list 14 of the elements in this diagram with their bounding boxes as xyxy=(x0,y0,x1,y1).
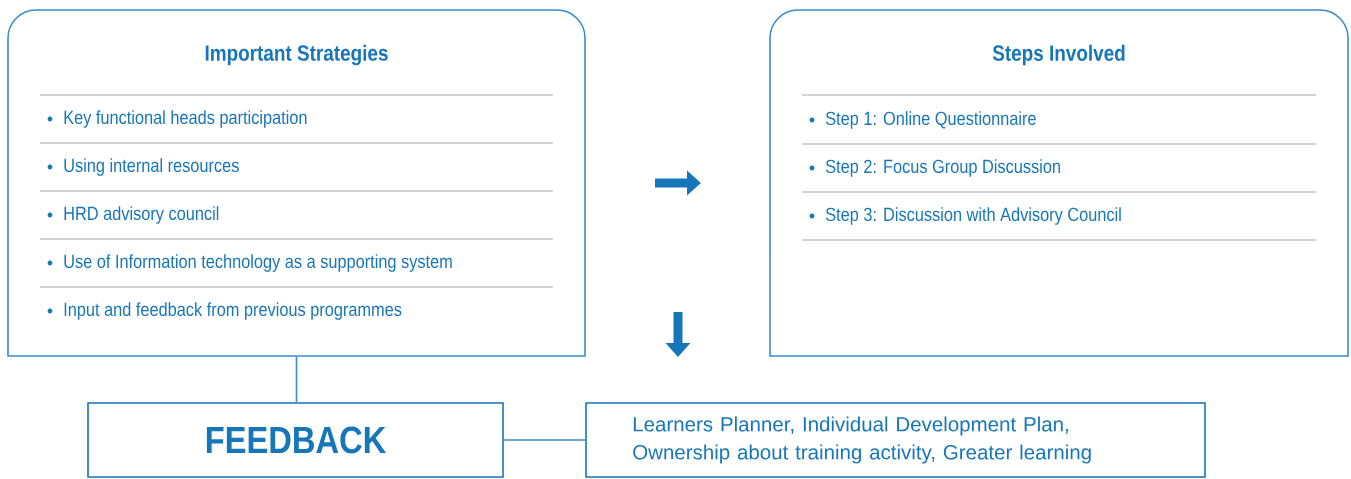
feedback-box: FEEDBACK xyxy=(87,402,504,478)
heading: Important Strategies xyxy=(205,44,388,66)
connector-line xyxy=(503,439,586,441)
list-item: HRD advisory council xyxy=(47,206,219,224)
list-item: Step 3: Discussion with Advisory Council xyxy=(809,207,1121,225)
list-item: Key functional heads participation xyxy=(47,110,307,128)
connector-line xyxy=(295,355,298,403)
list-item: Use of Information technology as a supporting system xyxy=(47,254,452,272)
list-item: Step 1: Online Questionnaire xyxy=(809,111,1036,129)
heading: Steps Involved xyxy=(992,44,1125,66)
list-item: Using internal resources xyxy=(47,158,239,176)
list-item: Input and feedback from previous programmes xyxy=(47,302,402,320)
list-item: Step 2: Focus Group Discussion xyxy=(809,159,1060,177)
text-box: Learners Planner, Individual Development Plan, Ownership about training activity, Greater learning xyxy=(585,402,1206,478)
